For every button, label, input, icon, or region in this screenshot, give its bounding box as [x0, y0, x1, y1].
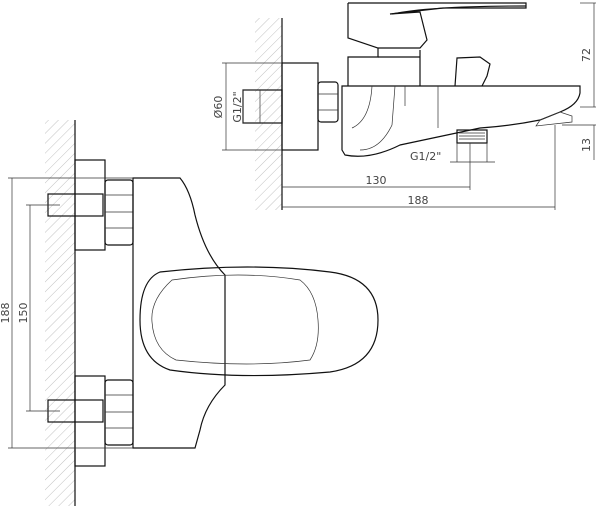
- dim-13: 13: [580, 138, 593, 152]
- lower-flange: [74, 375, 106, 467]
- wall-hatch-top: [255, 18, 282, 210]
- lever-handle-front: [139, 266, 379, 377]
- upper-nut: [104, 179, 134, 246]
- dim-72: 72: [580, 48, 593, 62]
- spout: [341, 85, 581, 157]
- dim-outlet-thread: G1/2": [410, 150, 441, 163]
- front-view: 188 150: [0, 120, 379, 506]
- diverter-knob: [454, 56, 491, 87]
- wall-hatch-front: [45, 120, 75, 506]
- flange: [281, 62, 319, 151]
- dim-188-height: 188: [0, 303, 12, 324]
- side-view: 72 13 Ø60 G1/2" G1/2" 130 188: [212, 2, 596, 210]
- lever-handle: [391, 5, 527, 15]
- dim-inlet-thread: G1/2": [231, 91, 244, 122]
- dim-flange-diameter: Ø60: [212, 96, 225, 119]
- lower-nut: [104, 379, 134, 446]
- hex-nut: [317, 81, 339, 123]
- dim-150: 150: [17, 303, 30, 324]
- cartridge-body: [347, 3, 379, 86]
- dim-130: 130: [366, 174, 387, 187]
- outlet-thread: [456, 129, 488, 144]
- upper-flange: [74, 159, 106, 251]
- mixer-body: [132, 177, 226, 449]
- dim-188-length: 188: [408, 194, 429, 207]
